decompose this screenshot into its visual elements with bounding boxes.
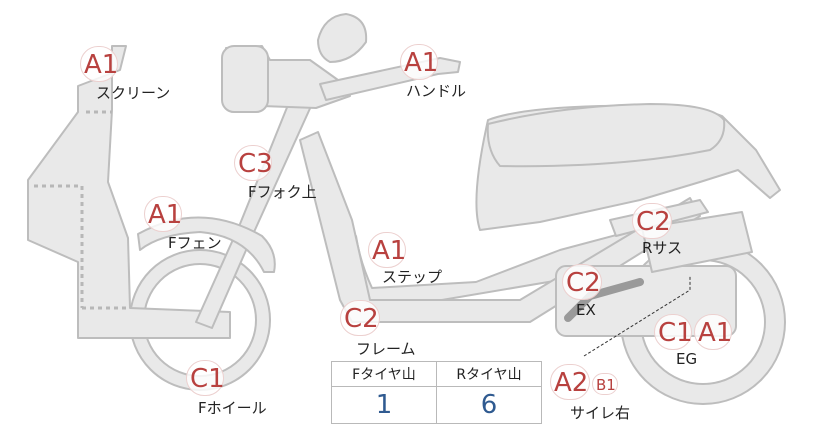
grade-badge: A1 <box>368 232 406 268</box>
grade-badge: A1 <box>80 46 118 82</box>
part-label: ステップ <box>382 268 443 286</box>
grade-badge: C2 <box>562 264 602 300</box>
part-label: EX <box>576 301 596 319</box>
grade-badge: A1 <box>400 44 438 80</box>
tread-depth-table: Fタイヤ山 Rタイヤ山 1 6 <box>331 361 542 424</box>
part-label: Rサス <box>642 239 683 257</box>
part-label: ハンドル <box>406 82 467 100</box>
grade-badge: A2 <box>550 364 590 400</box>
part-label: フレーム <box>356 340 416 358</box>
grade-badge: C3 <box>234 145 273 181</box>
table-header-row: Fタイヤ山 Rタイヤ山 <box>331 361 542 387</box>
grade-badge: C1 <box>186 360 225 396</box>
value-rear-tread[interactable]: 6 <box>436 386 542 424</box>
part-label: EG <box>676 350 698 368</box>
header-rear-tread: Rタイヤ山 <box>436 361 542 387</box>
mirror <box>317 13 368 63</box>
grade-badge: C2 <box>340 300 380 336</box>
part-label: スクリーン <box>96 84 171 102</box>
part-label: Fフォク上 <box>248 183 317 201</box>
part-label: サイレ右 <box>570 404 631 422</box>
sub-grade-badge: B1 <box>592 373 618 395</box>
parting-lines <box>34 110 130 310</box>
headlight <box>221 45 269 113</box>
grade-badge: A1 <box>694 314 732 350</box>
value-front-tread[interactable]: 1 <box>331 386 437 424</box>
table-value-row: 1 6 <box>331 386 542 424</box>
header-front-tread: Fタイヤ山 <box>331 361 437 387</box>
grade-badge: C1 <box>654 314 693 350</box>
seat <box>486 103 726 168</box>
leader-line <box>583 276 691 357</box>
grade-badge: C2 <box>632 203 672 239</box>
grade-badge: A1 <box>144 196 182 232</box>
part-label: Fホイール <box>198 399 267 417</box>
part-label: Fフェン <box>168 234 222 252</box>
